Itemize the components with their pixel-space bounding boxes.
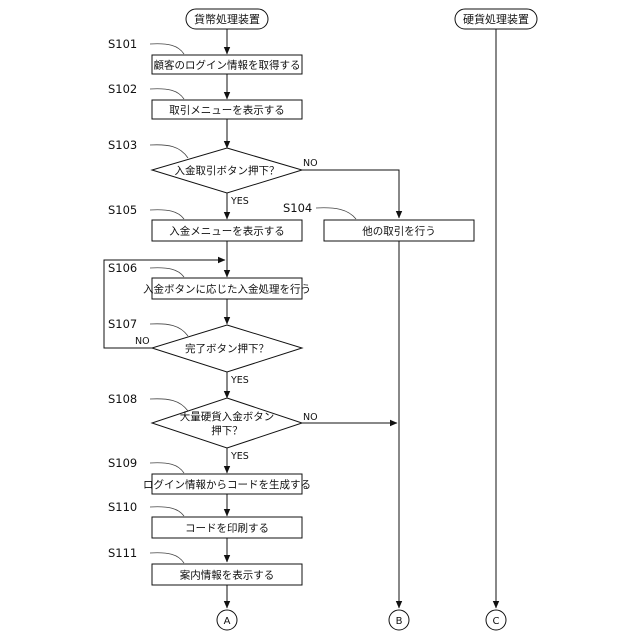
terminal-coin-device: 硬貨処理装置 — [455, 9, 537, 29]
step-s102: S102 取引メニューを表示する — [108, 82, 302, 119]
svg-text:貨幣処理装置: 貨幣処理装置 — [194, 12, 260, 26]
svg-text:コードを印刷する: コードを印刷する — [185, 522, 269, 535]
svg-text:入金取引ボタン押下？: 入金取引ボタン押下？ — [175, 164, 280, 177]
svg-text:押下？: 押下？ — [211, 424, 243, 437]
terminal-bill-device: 貨幣処理装置 — [186, 9, 268, 29]
step-id-label: S111 — [108, 546, 137, 560]
svg-text:入金メニューを表示する: 入金メニューを表示する — [169, 225, 285, 238]
svg-text:C: C — [493, 616, 500, 627]
svg-text:顧客のログイン情報を取得する: 顧客のログイン情報を取得する — [154, 59, 301, 72]
svg-text:ログイン情報からコードを生成する: ログイン情報からコードを生成する — [143, 478, 311, 491]
branch-yes-label: YES — [230, 375, 249, 386]
svg-text:他の取引を行う: 他の取引を行う — [362, 225, 436, 238]
branch-no-label: NO — [303, 158, 318, 169]
connector-a: A — [217, 610, 237, 630]
branch-yes-label: YES — [230, 451, 249, 462]
step-id-label: S103 — [108, 138, 137, 152]
step-id-label: S107 — [108, 317, 137, 331]
step-id-label: S108 — [108, 392, 137, 406]
svg-text:硬貨処理装置: 硬貨処理装置 — [463, 12, 529, 26]
branch-no-label: NO — [135, 336, 150, 347]
step-s110: S110 コードを印刷する — [108, 500, 302, 538]
step-s104: S104 他の取引を行う — [283, 201, 474, 241]
connector-c: C — [486, 610, 506, 630]
svg-text:入金ボタンに応じた入金処理を行う: 入金ボタンに応じた入金処理を行う — [143, 283, 311, 296]
decision-s103: S103 入金取引ボタン押下？ NO YES — [108, 138, 318, 207]
step-s109: S109 ログイン情報からコードを生成する — [108, 456, 311, 494]
connector-b: B — [389, 610, 409, 630]
svg-text:案内情報を表示する: 案内情報を表示する — [180, 569, 275, 582]
svg-text:取引メニューを表示する: 取引メニューを表示する — [169, 104, 285, 117]
step-id-label: S102 — [108, 82, 137, 96]
branch-no-label: NO — [303, 412, 318, 423]
step-id-label: S104 — [283, 201, 312, 215]
step-s105: S105 入金メニューを表示する — [108, 203, 302, 241]
step-id-label: S106 — [108, 261, 137, 275]
decision-s108: S108 大量硬貨入金ボタン 押下？ NO YES — [108, 392, 318, 462]
step-s106: S106 入金ボタンに応じた入金処理を行う — [108, 261, 311, 299]
step-s101: S101 顧客のログイン情報を取得する — [108, 37, 302, 74]
branch-yes-label: YES — [230, 196, 249, 207]
decision-s107: S107 完了ボタン押下？ NO YES — [108, 317, 302, 386]
step-id-label: S109 — [108, 456, 137, 470]
step-id-label: S105 — [108, 203, 137, 217]
step-id-label: S101 — [108, 37, 137, 51]
svg-text:B: B — [396, 616, 403, 627]
svg-text:完了ボタン押下？: 完了ボタン押下？ — [185, 342, 269, 355]
step-s111: S111 案内情報を表示する — [108, 546, 302, 585]
step-id-label: S110 — [108, 500, 137, 514]
svg-text:A: A — [224, 616, 231, 627]
svg-text:大量硬貨入金ボタン: 大量硬貨入金ボタン — [180, 410, 275, 423]
